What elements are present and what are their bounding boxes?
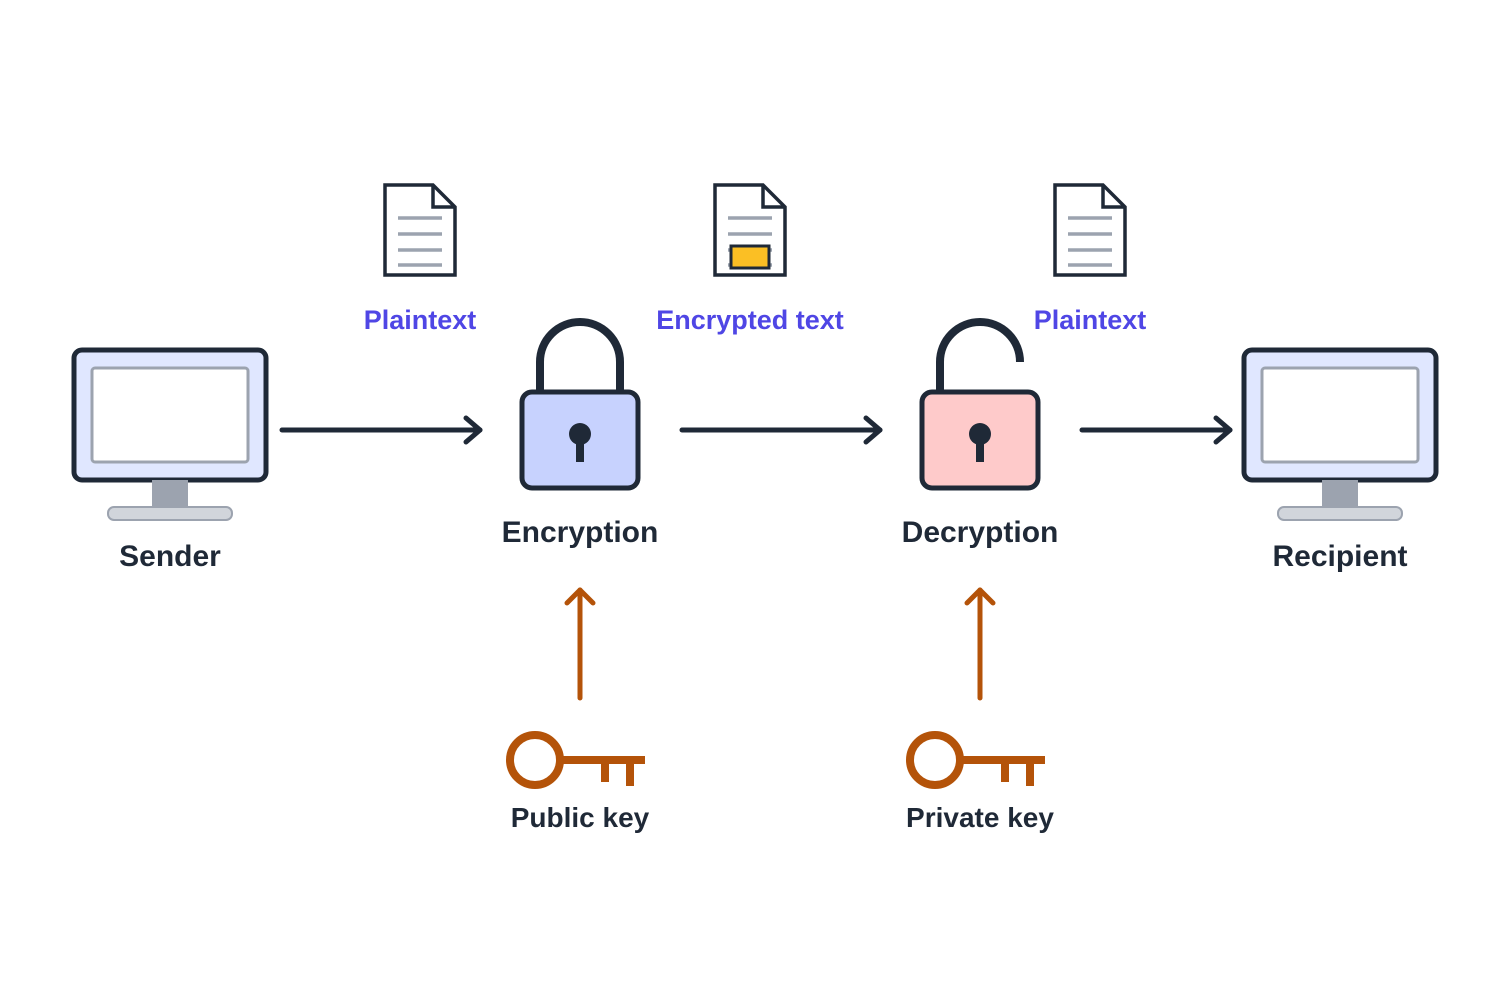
key-arrow: [564, 587, 596, 701]
plaintext-output-label: Plaintext: [1033, 305, 1147, 335]
encryption-label: Encryption: [501, 516, 659, 549]
private-key-label: Private key: [906, 802, 1054, 833]
flow-arrow: [1079, 415, 1233, 445]
flow-arrow: [279, 415, 483, 445]
flow-arrow: [679, 415, 883, 445]
padlock-closed-icon: [519, 318, 641, 491]
key-icon: [510, 735, 645, 786]
key-icon: [910, 735, 1045, 786]
monitor-icon: [1244, 350, 1436, 520]
key-arrow: [964, 587, 996, 701]
encrypted-document-icon: [713, 183, 787, 277]
plaintext-label: Plaintext: [363, 305, 477, 335]
public-key-label: Public key: [510, 802, 650, 833]
encrypted-text-label: Encrypted text: [656, 305, 844, 335]
monitor-icon: [74, 350, 266, 520]
decryption-label: Decryption: [901, 516, 1059, 549]
padlock-open-icon: [919, 318, 1041, 491]
recipient-label: Recipient: [1272, 540, 1408, 573]
sender-label: Sender: [119, 540, 221, 573]
document-icon: [383, 183, 457, 277]
document-icon: [1053, 183, 1127, 277]
